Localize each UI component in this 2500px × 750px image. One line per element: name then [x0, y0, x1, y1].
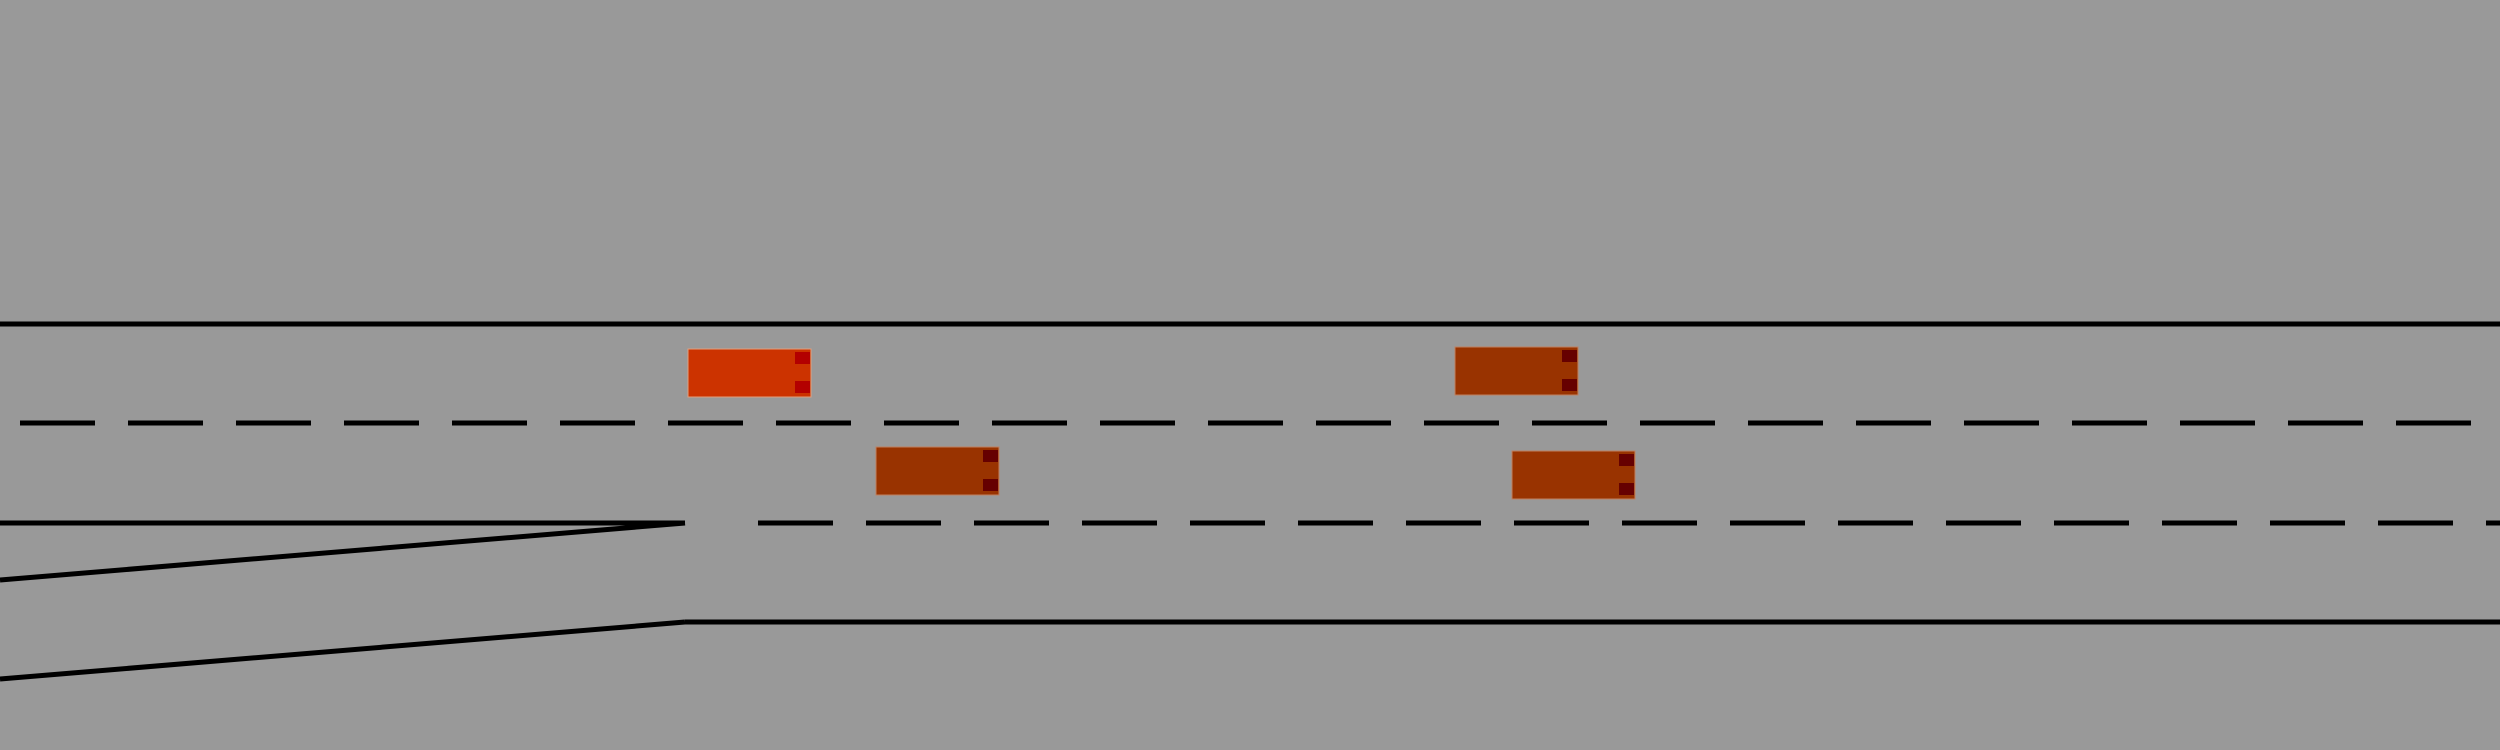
other-vehicle-2 — [875, 446, 1000, 496]
ramp-inner-edge — [0, 520, 686, 583]
other-vehicle-1 — [1454, 346, 1579, 396]
other-vehicle-3 — [1511, 450, 1636, 500]
other-vehicle-light-bottom — [1619, 483, 1634, 495]
other-vehicle-light-top — [983, 450, 998, 462]
ego-vehicle — [687, 348, 812, 398]
other-vehicle-light-bottom — [1562, 379, 1577, 391]
other-vehicle-body — [1454, 346, 1579, 396]
ego-vehicle-light-top — [795, 352, 810, 364]
ego-vehicle-light-bottom — [795, 381, 810, 393]
other-vehicle-body — [875, 446, 1000, 496]
other-vehicle-light-top — [1562, 350, 1577, 362]
road-markings — [0, 321, 2500, 682]
other-vehicle-light-bottom — [983, 479, 998, 491]
ramp-outer-edge — [0, 619, 686, 682]
other-vehicle-light-top — [1619, 454, 1634, 466]
ego-vehicle-body — [687, 348, 812, 398]
other-vehicle-body — [1511, 450, 1636, 500]
